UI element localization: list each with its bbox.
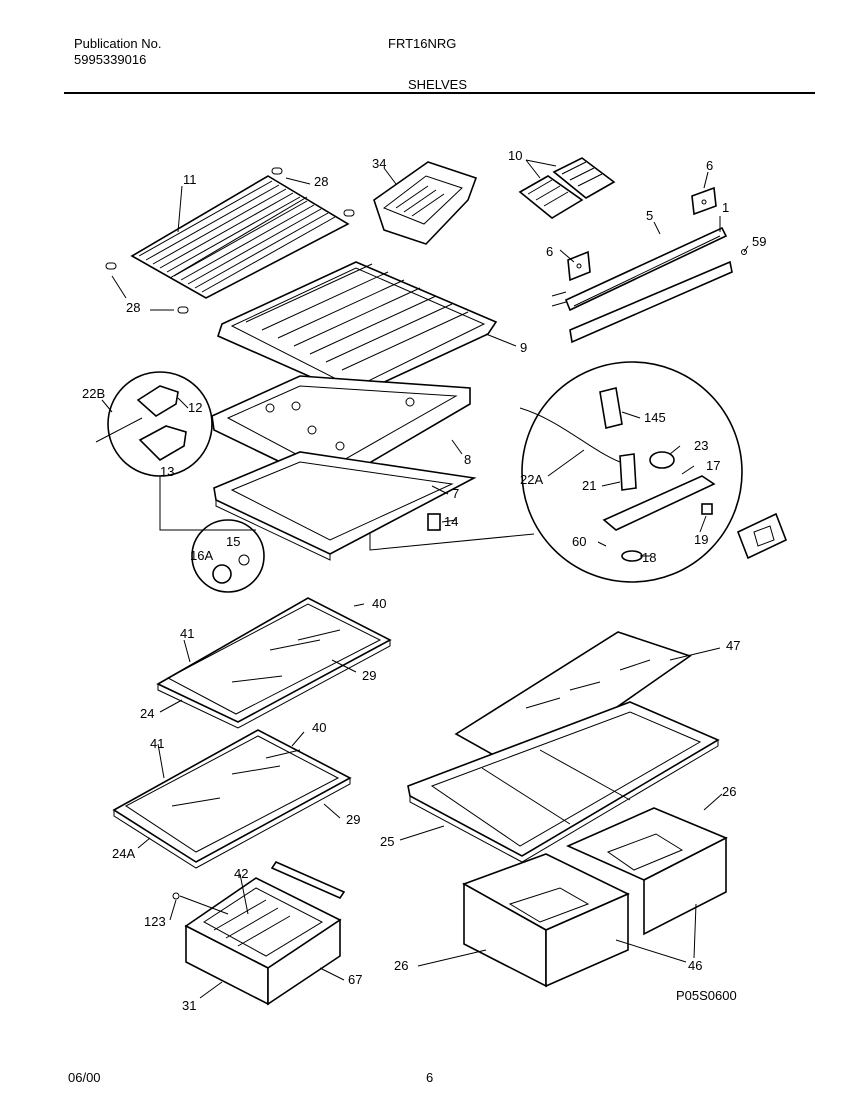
callout-21: 21 bbox=[582, 478, 596, 493]
ice-trays-part bbox=[518, 157, 616, 219]
callout-14: 14 bbox=[444, 514, 458, 529]
cantilever-shelf-part bbox=[217, 261, 498, 397]
callout-1: 1 bbox=[722, 200, 729, 215]
callout-67: 67 bbox=[348, 972, 362, 987]
callout-19: 19 bbox=[694, 532, 708, 547]
callout-25: 25 bbox=[380, 834, 394, 849]
wire-shelf-part bbox=[105, 167, 355, 314]
model-number: FRT16NRG bbox=[388, 36, 457, 51]
section-title: SHELVES bbox=[408, 77, 468, 92]
callout-46: 46 bbox=[688, 958, 702, 973]
callout-11: 11 bbox=[183, 172, 197, 187]
callout-labels: 11 28 28 34 10 6 5 1 6 59 9 22B 12 13 8 … bbox=[82, 148, 766, 1013]
large-crisper-drawer-part bbox=[462, 807, 728, 988]
callout-15: 15 bbox=[226, 534, 240, 549]
callout-24a: 24A bbox=[112, 846, 135, 861]
callout-29-lower: 29 bbox=[346, 812, 360, 827]
bulb-socket-detail-inset bbox=[191, 519, 265, 593]
callout-31: 31 bbox=[182, 998, 196, 1013]
callout-41-upper: 41 bbox=[180, 626, 194, 641]
glass-shelf-lower-part bbox=[112, 729, 352, 869]
callout-23: 23 bbox=[694, 438, 708, 453]
page-number: 6 bbox=[426, 1070, 434, 1085]
shelf-frame-part bbox=[211, 375, 471, 487]
header-rule bbox=[64, 92, 815, 94]
deli-pan-part bbox=[373, 161, 478, 245]
drawing-id: P05S0600 bbox=[676, 988, 737, 1003]
callout-26-right: 26 bbox=[722, 784, 736, 799]
callout-28-bottom: 28 bbox=[126, 300, 140, 315]
glass-shelf-upper-part bbox=[156, 597, 392, 729]
callout-34: 34 bbox=[372, 156, 386, 171]
footer-date: 06/00 bbox=[68, 1070, 101, 1085]
connector-lines bbox=[159, 476, 535, 551]
callout-22a: 22A bbox=[520, 472, 543, 487]
callout-40-lower: 40 bbox=[312, 720, 326, 735]
damper-detail-inset bbox=[95, 371, 213, 477]
callout-6-lower: 6 bbox=[546, 244, 553, 259]
callout-47: 47 bbox=[726, 638, 740, 653]
callout-40-upper: 40 bbox=[372, 596, 386, 611]
callout-29-upper: 29 bbox=[362, 668, 376, 683]
callout-22b: 22B bbox=[82, 386, 105, 401]
callout-42: 42 bbox=[234, 866, 248, 881]
publication-number: 5995339016 bbox=[74, 52, 147, 67]
leader-lines bbox=[101, 159, 749, 999]
callout-26-left: 26 bbox=[394, 958, 408, 973]
crisper-cover-frame-part bbox=[213, 451, 477, 561]
light-assembly-detail-inset bbox=[519, 361, 788, 583]
callout-8: 8 bbox=[464, 452, 471, 467]
callout-24: 24 bbox=[140, 706, 154, 721]
light-switch-part bbox=[427, 513, 441, 531]
callout-6-upper: 6 bbox=[706, 158, 713, 173]
callout-60: 60 bbox=[572, 534, 586, 549]
callout-13: 13 bbox=[160, 464, 174, 479]
callout-9: 9 bbox=[520, 340, 527, 355]
callout-5: 5 bbox=[646, 208, 653, 223]
shelf-rail-part bbox=[551, 186, 747, 344]
small-crisper-drawer-part bbox=[172, 860, 346, 1006]
publication-label: Publication No. bbox=[74, 36, 162, 51]
callout-145: 145 bbox=[644, 410, 666, 425]
callout-10: 10 bbox=[508, 148, 522, 163]
callout-18: 18 bbox=[642, 550, 656, 565]
callout-123: 123 bbox=[144, 914, 166, 929]
callout-12: 12 bbox=[188, 400, 202, 415]
callout-17: 17 bbox=[706, 458, 720, 473]
callout-28-top: 28 bbox=[314, 174, 328, 189]
callout-41-lower: 41 bbox=[150, 736, 164, 751]
callout-16a: 16A bbox=[190, 548, 213, 563]
callout-59: 59 bbox=[752, 234, 766, 249]
callout-7: 7 bbox=[452, 486, 459, 501]
